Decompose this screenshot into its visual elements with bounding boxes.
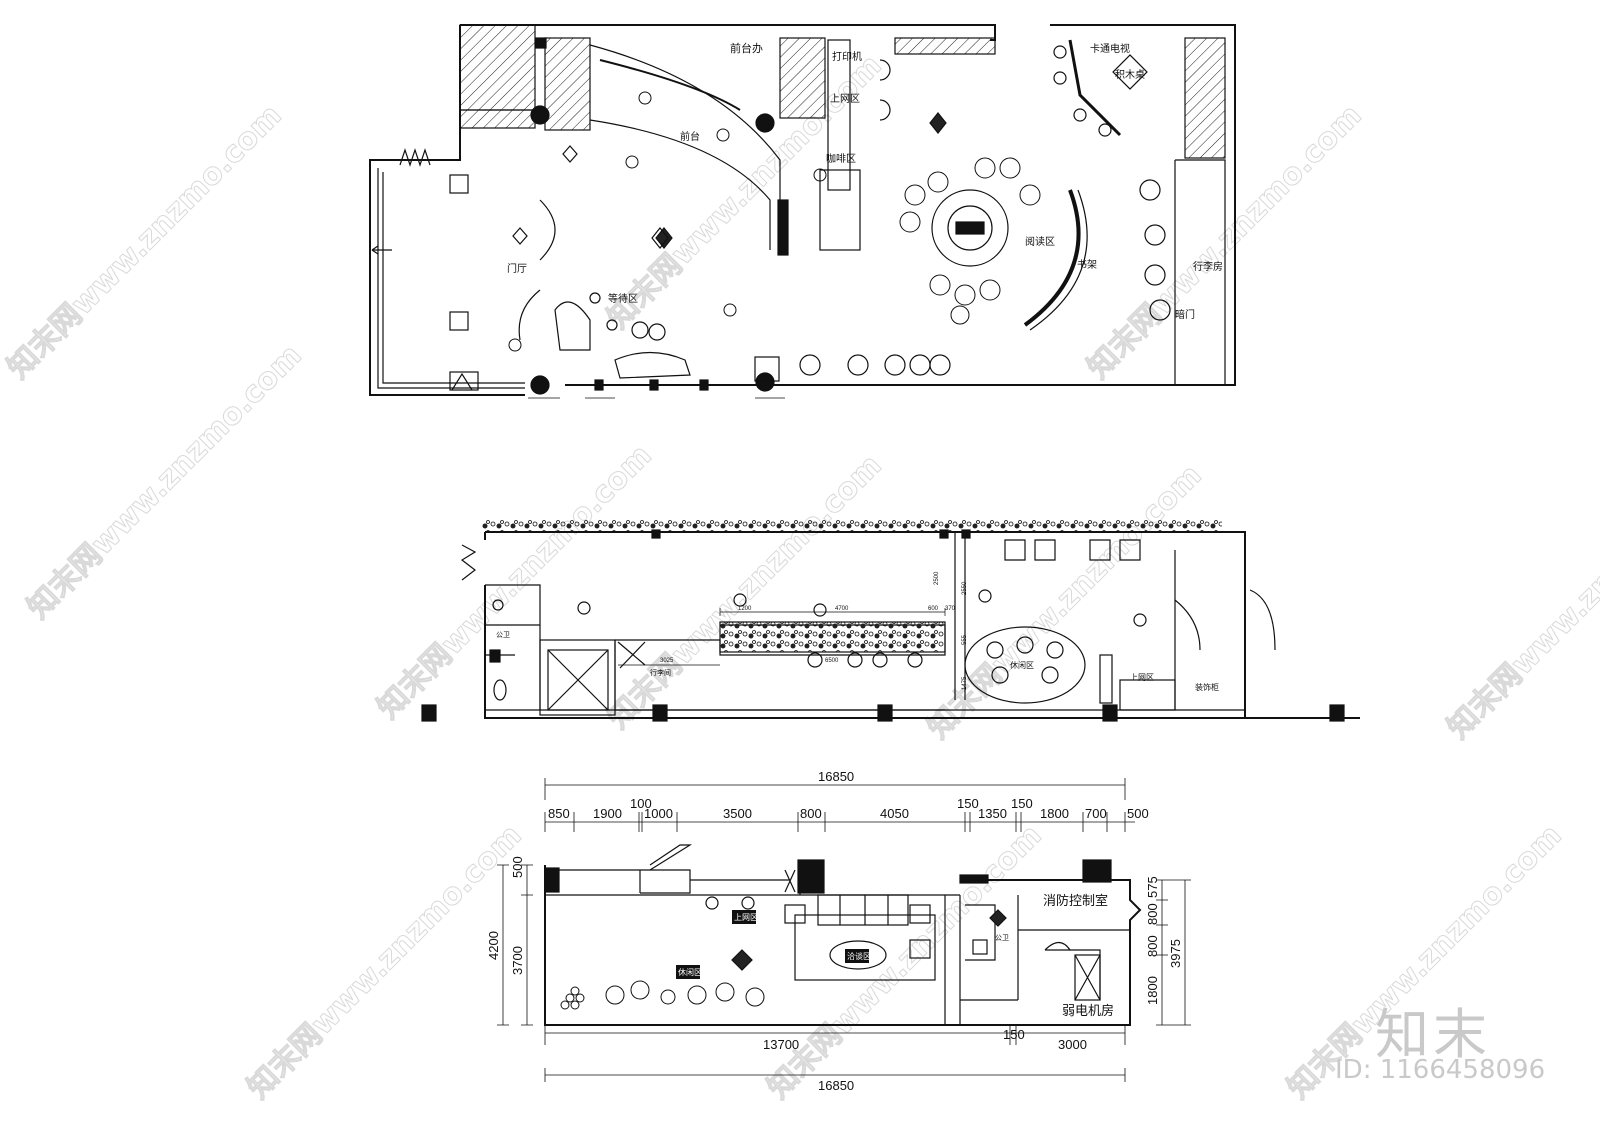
dim-top: 1000 <box>644 806 673 821</box>
dim-left-500: 500 <box>510 856 525 878</box>
dim-600: 600 <box>928 606 939 612</box>
plan-3-labels: 上网区 休闲区 洽谈区 消防控制室 弱电机房 公卫 <box>676 893 1114 1019</box>
dim-3025: 3025 <box>660 658 674 664</box>
person-symbols <box>508 91 827 352</box>
watermark-text: 知末网www.znzmo.com <box>601 48 889 336</box>
label-block-table: 积木桌 <box>1115 68 1145 81</box>
watermark-text: 知末网www.znzmo.com <box>921 458 1209 746</box>
dim-left-3700: 3700 <box>510 946 525 975</box>
dim-1200: 1200 <box>738 606 752 612</box>
label-decor-cabinet: 装饰柜 <box>1195 682 1219 692</box>
label-printer: 打印机 <box>832 50 862 63</box>
dim-top: 700 <box>1085 806 1107 821</box>
dim-left-outer: 4200 <box>486 931 501 960</box>
watermark-text: 知末网www.znzmo.com <box>21 338 309 626</box>
lamp-symbols <box>512 112 947 249</box>
watermark-text: 知末网www.znzmo.com <box>601 448 889 736</box>
dim-4700: 4700 <box>835 606 849 612</box>
dim-2500: 2500 <box>934 571 940 585</box>
dim-bottom-left: 13700 <box>763 1037 799 1052</box>
armchair-row <box>605 980 765 1007</box>
watermark-text: 知末网www.znzmo.com <box>1441 458 1600 746</box>
plan-3-dims: 16850 850 1900 100 1000 3500 800 4050 15… <box>486 769 1183 1093</box>
label-public-wc: 公卫 <box>496 631 510 639</box>
dim-top: 800 <box>800 806 822 821</box>
dim-top: 850 <box>548 806 570 821</box>
dim-bottom-total: 16850 <box>818 1078 854 1093</box>
plan-2 <box>421 520 1360 722</box>
dim-top: 4050 <box>880 806 909 821</box>
label-coffee-zone: 咖啡区 <box>826 153 856 165</box>
dim-2550: 2550 <box>962 581 968 595</box>
watermark-text: 知末网www.znzmo.com <box>241 818 529 1106</box>
dim-bottom-right: 3000 <box>1058 1037 1087 1052</box>
dim-top: 1350 <box>978 806 1007 821</box>
dim-right-1800: 1800 <box>1145 976 1160 1005</box>
label-fire-control-room: 消防控制室 <box>1043 893 1108 909</box>
dim-370: 370 <box>945 606 956 612</box>
label-internet-zone: 上网区 <box>1130 673 1154 682</box>
label-hidden-door: 暗门 <box>1175 308 1195 321</box>
label-front-desk: 前台 <box>680 130 700 143</box>
dim-top: 3500 <box>723 806 752 821</box>
chair-group <box>899 157 1041 325</box>
watermark-layer: 知末网www.znzmo.com 知末网www.znzmo.com 知末网www… <box>0 47 1600 1106</box>
dim-top: 150 <box>1011 796 1033 811</box>
label-luggage-room: 行李房 <box>1193 260 1223 273</box>
dim-555: 555 <box>962 634 968 645</box>
plan-3 <box>497 778 1191 1082</box>
plan-1-labels: 前台办 打印机 上网区 咖啡区 前台 卡通电视 积木桌 门厅 阅读区 书架 行李… <box>507 41 1223 321</box>
dim-right-800a: 800 <box>1145 903 1160 925</box>
dim-top: 500 <box>1127 806 1149 821</box>
dim-top-total: 16850 <box>818 769 854 784</box>
plan-2-labels: 公卫 休闲区 上网区 装饰柜 行李间 1200 4700 600 370 302… <box>496 571 1219 692</box>
dim-1475: 1475 <box>962 676 968 690</box>
label-public-wc: 公卫 <box>995 934 1009 942</box>
label-internet-zone: 上网区 <box>830 93 860 105</box>
label-cartoon-tv: 卡通电视 <box>1090 42 1130 55</box>
watermark-text: 知末网www.znzmo.com <box>1 98 289 386</box>
dim-bottom-mid: 150 <box>1003 1027 1025 1042</box>
image-id-label: ID: 1166458096 <box>1335 1055 1546 1085</box>
dim-6500: 6500 <box>825 658 839 664</box>
dim-right-outer: 3975 <box>1168 939 1183 968</box>
label-reading-zone: 阅读区 <box>1025 235 1055 248</box>
label-weak-current-room: 弱电机房 <box>1062 1003 1114 1019</box>
dim-top: 150 <box>957 796 979 811</box>
pool-balls <box>560 986 585 1010</box>
dim-top: 1900 <box>593 806 622 821</box>
dim-right-575: 575 <box>1145 876 1160 898</box>
label-leisure-zone: 休闲区 <box>1010 660 1034 670</box>
label-foyer: 门厅 <box>507 262 527 275</box>
dim-top: 100 <box>630 796 652 811</box>
brand-logo-text: 知末 <box>1375 1003 1491 1066</box>
label-leisure-zone: 休闲区 <box>678 967 702 977</box>
label-luggage: 行李间 <box>650 668 671 677</box>
dim-top: 1800 <box>1040 806 1069 821</box>
label-front-office: 前台办 <box>730 41 763 55</box>
label-bookshelf: 书架 <box>1077 259 1097 271</box>
dim-right-800b: 800 <box>1145 935 1160 957</box>
label-internet-zone: 上网区 <box>734 913 758 922</box>
label-negotiation-zone: 洽谈区 <box>847 951 871 961</box>
plan-1 <box>369 24 1236 399</box>
label-waiting-zone: 等待区 <box>608 292 638 305</box>
